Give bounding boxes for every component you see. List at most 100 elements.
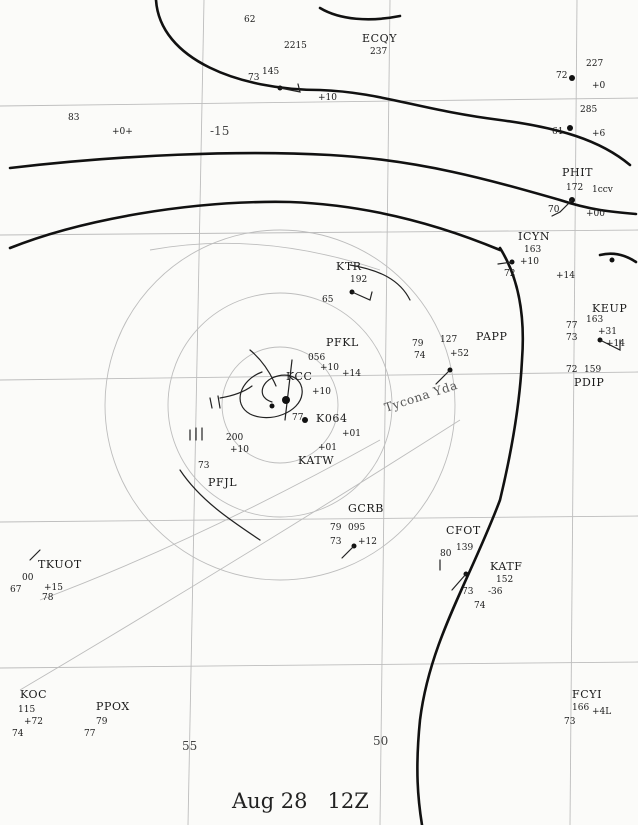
station-obs: +31	[598, 327, 617, 337]
obs-number: +0+	[112, 127, 133, 137]
station-obs: 77	[84, 729, 96, 739]
station-id: K064	[316, 412, 348, 425]
station-id: KATW	[298, 454, 334, 467]
station-id: CFOT	[446, 524, 481, 537]
station-obs: 77	[292, 413, 304, 423]
station-obs: 172	[566, 183, 583, 193]
station-obs: 200	[226, 433, 243, 443]
station-obs: 127	[440, 335, 457, 345]
station-obs: 159	[584, 365, 601, 375]
station-obs: 74	[474, 601, 486, 611]
station-obs: +10	[230, 445, 249, 455]
station-obs: +00	[586, 209, 605, 219]
station-obs: 79	[96, 717, 108, 727]
station-obs: 095	[348, 523, 365, 533]
station-id: PHIT	[562, 166, 593, 179]
station-id: PPOX	[96, 700, 130, 713]
station-obs: 00	[22, 573, 34, 583]
station-obs: 73	[564, 717, 576, 727]
station-obs: +4L	[592, 707, 611, 717]
station-id: GCRB	[348, 502, 384, 515]
obs-number: 145	[262, 67, 279, 77]
station-obs: +10	[312, 387, 331, 397]
station-obs: 72	[566, 365, 577, 375]
station-obs: 74	[414, 351, 426, 361]
longitude-label-50: 50	[373, 734, 388, 748]
station-obs: 115	[18, 705, 35, 715]
station-symbols	[29, 75, 621, 591]
station-id: KATF	[490, 560, 522, 573]
station-id: TKUOT	[38, 558, 82, 571]
station-k064: K064 +01 77	[292, 412, 361, 439]
obs-number: 83	[68, 113, 80, 123]
station-obs: 237	[370, 47, 387, 57]
station-obs: 73	[330, 537, 342, 547]
station-kcc: KCC +14 +10	[286, 369, 361, 397]
obs-number: 285	[580, 105, 597, 115]
obs-number: 61	[552, 127, 563, 137]
station-obs: +14	[556, 271, 575, 281]
station-obs: 139	[456, 543, 473, 553]
station-id: FCYI	[572, 688, 602, 701]
station-keup: KEUP 159 77 72	[566, 302, 627, 375]
storm-center	[179, 264, 411, 541]
station-cfot: CFOT 139 80	[440, 524, 481, 559]
station-obs: 166	[572, 703, 589, 713]
station-obs: +72	[24, 717, 43, 727]
station-fcyi: FCYI 166 +4L 73	[564, 688, 611, 727]
station-obs: +52	[450, 349, 469, 359]
station-obs: 192	[350, 275, 367, 285]
station-id: PAPP	[476, 330, 508, 343]
station-obs: +10	[320, 363, 339, 373]
station-id: KCC	[286, 370, 313, 383]
isobars	[8, 0, 638, 825]
obs-number: +0	[592, 81, 606, 91]
station-obs: 80	[440, 549, 452, 559]
station-id: KOC	[20, 688, 47, 701]
station-obs: +01	[342, 429, 361, 439]
station-id: KTR	[336, 260, 362, 273]
station-obs: +01	[318, 443, 337, 453]
station-tkuot: TKUOT 00 +15 78 67	[10, 558, 82, 603]
station-obs: 73	[566, 333, 578, 343]
station-obs: 65	[322, 295, 334, 305]
station-phit: PHIT 172 1ccv 70 +00	[548, 166, 614, 219]
station-pfjl: PFJL 200 +10 73	[198, 433, 249, 489]
station-obs: 72	[504, 269, 515, 279]
station-id: PFJL	[208, 476, 237, 489]
station-id: ECQY	[362, 32, 397, 45]
station-papp: PAPP 127 +52 79 74	[412, 330, 508, 361]
station-obs: 056	[308, 353, 325, 363]
obs-number: 72	[556, 71, 567, 81]
station-id: PDIP	[574, 376, 604, 389]
station-obs: 79	[330, 523, 342, 533]
station-obs: 79	[412, 339, 424, 349]
station-obs: 67	[10, 585, 22, 595]
station-obs: 73	[198, 461, 210, 471]
station-obs: 163	[586, 315, 603, 325]
station-id: PFKL	[326, 336, 359, 349]
obs-number: 73	[248, 73, 260, 83]
longitude-label-55: 55	[182, 739, 197, 753]
obs-number: 2215	[284, 41, 307, 51]
station-obs: +10	[520, 257, 539, 267]
station-icyn: ICYN 163 +10 72 +14	[504, 230, 575, 281]
station-ecqy: ECQY 237	[362, 32, 397, 57]
station-ktr: KTR 192 65	[322, 260, 367, 305]
obs-number: 62	[244, 15, 255, 25]
station-obs: 78	[42, 593, 54, 603]
station-obs: +15	[44, 583, 63, 593]
station-id: KEUP	[592, 302, 627, 315]
station-obs: +14	[342, 369, 361, 379]
station-obs: +14	[606, 339, 625, 349]
station-obs: 163	[524, 245, 541, 255]
station-ppox: PPOX 77 79	[84, 700, 130, 739]
obs-number: +10	[318, 93, 337, 103]
station-obs: 73	[462, 587, 474, 597]
station-obs: +12	[358, 537, 377, 547]
station-obs: 74	[12, 729, 24, 739]
station-pfkl: PFKL 056 +10	[308, 336, 359, 373]
station-obs: 1ccv	[592, 185, 614, 195]
